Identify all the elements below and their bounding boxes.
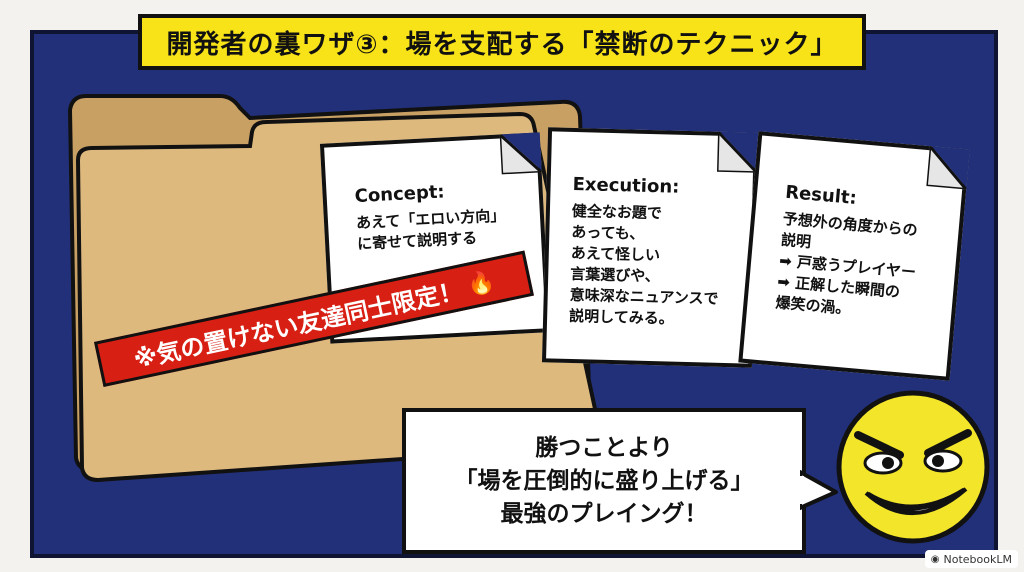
concept-card: Concept: あえて「エロい方向」 に寄せて説明する	[319, 132, 551, 344]
notebooklm-logo-icon: ◉	[930, 553, 940, 565]
page-title: 開発者の裏ワザ③：場を支配する「禁断のテクニック」	[138, 14, 866, 70]
result-body: 予想外の角度からの 説明 ➡ 戸惑うプレイヤー ➡ 正解した瞬間の 爆笑の渦。	[774, 209, 919, 318]
smirking-face-icon	[836, 390, 990, 544]
bubble-line-3: 最強のプレイング！	[500, 500, 708, 527]
concept-body: あえて「エロい方向」 に寄せて説明する	[355, 206, 506, 254]
execution-body: 健全なお題で あっても、 あえて怪しい 言葉選びや、 意味深なニュアンスで 説明…	[568, 201, 719, 328]
execution-heading: Execution:	[572, 173, 680, 198]
folded-corner-icon	[499, 132, 542, 175]
folded-corner-icon	[717, 131, 759, 173]
result-card: Result: 予想外の角度からの 説明 ➡ 戸惑うプレイヤー ➡ 正解した瞬間…	[738, 131, 970, 381]
bubble-line-1: 勝つことより	[535, 434, 673, 461]
fire-icon: 🔥	[464, 268, 497, 299]
notebooklm-badge: ◉ NotebookLM	[924, 550, 1018, 568]
execution-card: Execution: 健全なお題で あっても、 あえて怪しい 言葉選びや、 意味…	[541, 127, 759, 368]
bubble-line-2: 「場を圧倒的に盛り上げる」	[454, 467, 754, 494]
speech-bubble-tail	[800, 470, 838, 510]
concept-heading: Concept:	[354, 181, 446, 208]
speech-bubble: 勝つことより 「場を圧倒的に盛り上げる」 最強のプレイング！	[402, 408, 806, 554]
watermark-text: NotebookLM	[943, 552, 1012, 566]
folded-corner-icon	[926, 146, 970, 190]
